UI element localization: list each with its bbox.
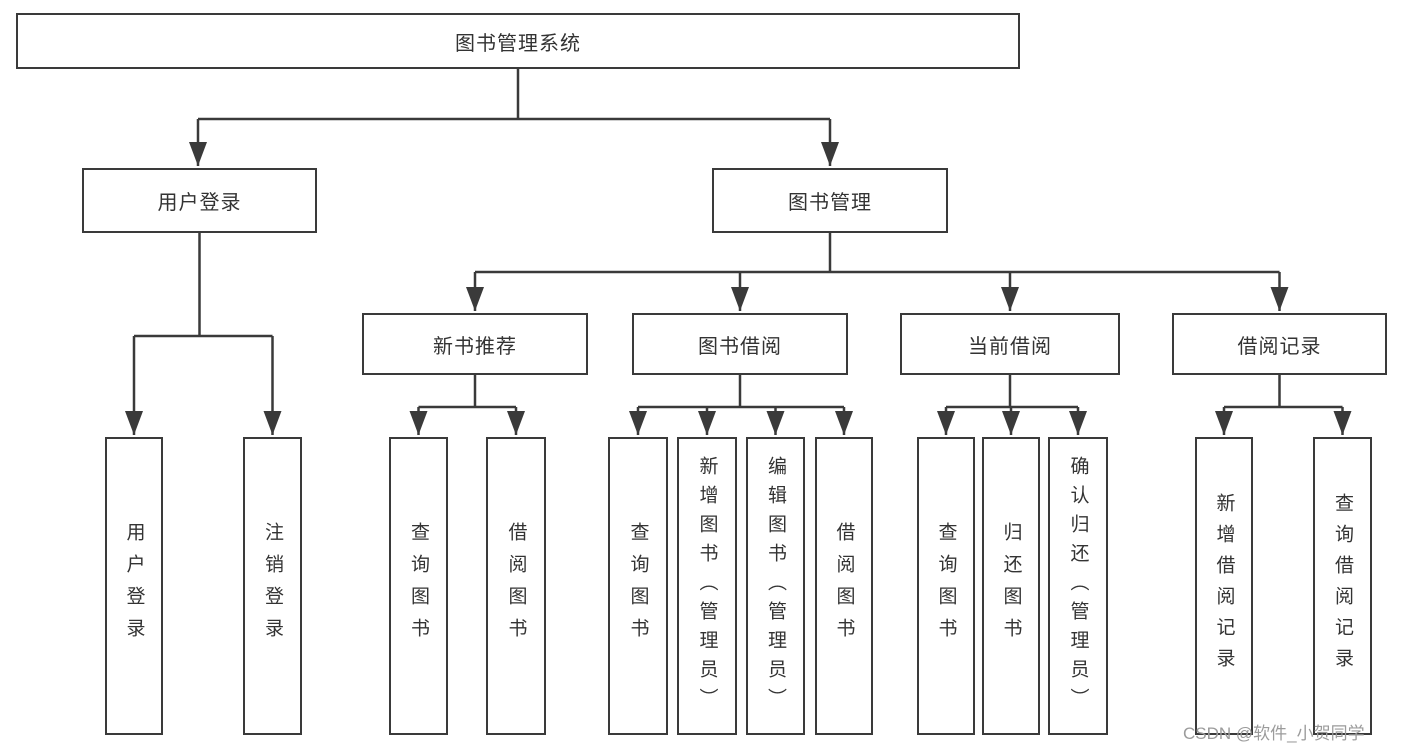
leaf-query-borrow-record: 查询借阅记录 [1313, 437, 1372, 735]
leaf-edit-books-admin: 编辑图书（管理员） [746, 437, 805, 735]
leaf-return-books: 归还图书 [982, 437, 1040, 735]
node-library-system: 图书管理系统 [16, 13, 1020, 69]
leaf-query-books: 查询图书 [917, 437, 975, 735]
watermark-text: CSDN @软件_小贺同学 [1183, 724, 1365, 743]
leaf-user-login: 用户登录 [105, 437, 163, 735]
node-borrowing-records: 借阅记录 [1172, 313, 1387, 375]
leaf-add-books-admin: 新增图书（管理员） [677, 437, 737, 735]
leaf-add-borrow-record: 新增借阅记录 [1195, 437, 1253, 735]
node-current-borrowing: 当前借阅 [900, 313, 1120, 375]
node-book-management: 图书管理 [712, 168, 948, 233]
leaf-borrow-books: 借阅图书 [815, 437, 873, 735]
node-new-book-recommendation: 新书推荐 [362, 313, 588, 375]
leaf-query-books: 查询图书 [608, 437, 668, 735]
node-book-borrowing: 图书借阅 [632, 313, 848, 375]
leaf-borrow-books: 借阅图书 [486, 437, 546, 735]
leaf-query-books: 查询图书 [389, 437, 448, 735]
leaf-confirm-return-admin: 确认归还（管理员） [1048, 437, 1108, 735]
leaf-logout: 注销登录 [243, 437, 302, 735]
node-user-login: 用户登录 [82, 168, 317, 233]
